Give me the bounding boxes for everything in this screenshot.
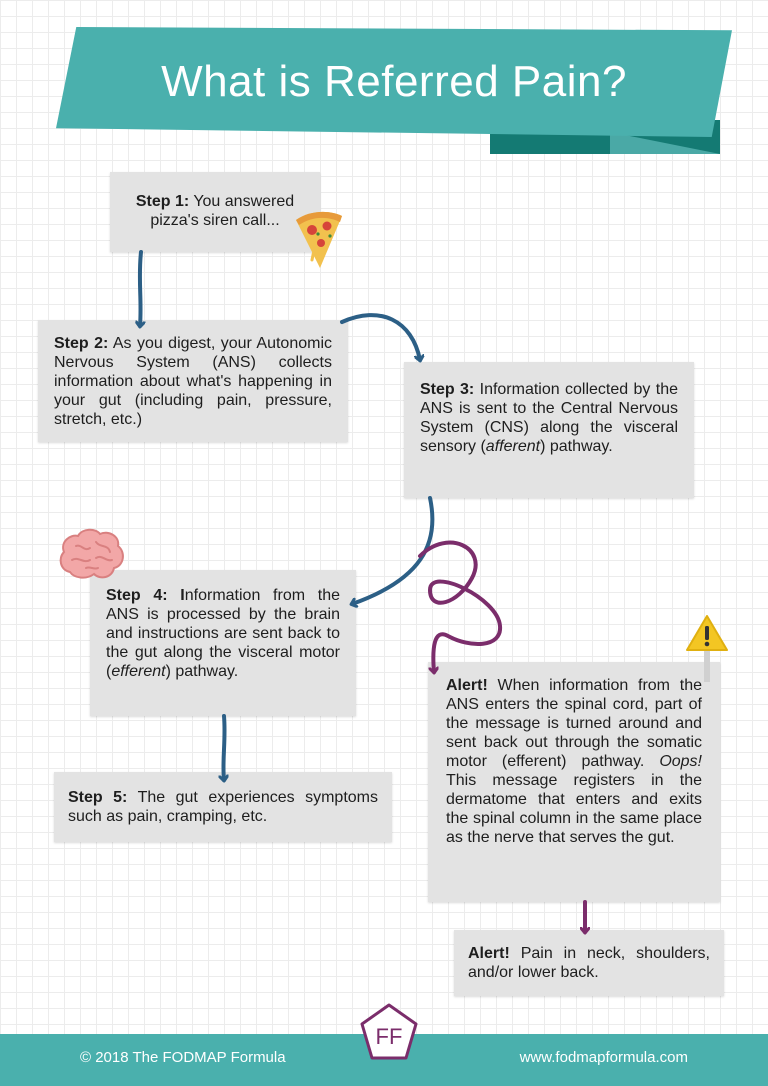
step-2-box: Step 2: As you digest, your Autonomic Ne… xyxy=(38,320,348,442)
step-3-emphasis: afferent xyxy=(485,438,541,455)
step-2-text: As you digest, your Autonomic Nervous Sy… xyxy=(54,335,332,428)
arrow-step1-to-step2 xyxy=(140,250,141,326)
title-banner: What is Referred Pain? xyxy=(56,27,732,137)
pizza-icon xyxy=(296,211,342,268)
step-1-text: You answered pizza's siren call... xyxy=(150,193,295,229)
step-3-box: Step 3: Information collected by the ANS… xyxy=(404,362,694,498)
alert-1-box: Alert! When information from the ANS ent… xyxy=(428,662,720,902)
alert-2-text: Pain in neck, shoulders, and/or lower ba… xyxy=(468,945,710,981)
step-1-box: Step 1: You answered pizza's siren call.… xyxy=(110,172,320,252)
step-4-box: Step 4: Information from the ANS is proc… xyxy=(90,570,356,716)
step-4-text-a: nformation from the ANS is processed by … xyxy=(106,587,340,680)
step-5-box: Step 5: The gut experiences symptoms suc… xyxy=(54,772,392,842)
arrow-step2-to-step3 xyxy=(340,313,420,360)
arrow-step4-to-step5 xyxy=(223,714,224,780)
squiggle-arrow-to-alert xyxy=(418,540,502,672)
footer-website[interactable]: www.fodmapformula.com xyxy=(519,1049,688,1066)
page-title: What is Referred Pain? xyxy=(161,57,627,106)
alert-2-box: Alert! Pain in neck, shoulders, and/or l… xyxy=(454,930,724,996)
step-3-label: Step 3: xyxy=(420,381,475,398)
warning-icon xyxy=(686,615,728,682)
arrow-step3-to-step4 xyxy=(352,496,435,604)
fodmap-logo: FF xyxy=(360,1003,418,1060)
step-1-label: Step 1: xyxy=(135,193,190,210)
step-5-text: The gut experiences symptoms such as pai… xyxy=(68,789,379,825)
step-4-emphasis: efferent xyxy=(111,663,166,680)
alert-1-label: Alert! xyxy=(446,677,488,694)
alert-1-emphasis: Oops! xyxy=(659,753,702,770)
step-5-label: Step 5: xyxy=(68,789,128,806)
step-4-text-b: ) pathway. xyxy=(165,663,239,680)
step-3-text-a: Information collected by the ANS is sent… xyxy=(420,381,679,455)
brain-icon xyxy=(59,528,124,579)
alert-2-label: Alert! xyxy=(468,945,510,962)
alert-1-text-a: When information from the ANS enters the… xyxy=(446,677,702,770)
step-4-label: Step 4: I xyxy=(106,587,185,604)
logo-text: FF xyxy=(376,1024,403,1049)
step-3-text-b: ) pathway. xyxy=(540,438,613,455)
step-2-label: Step 2: xyxy=(54,335,109,352)
footer-copyright: © 2018 The FODMAP Formula xyxy=(80,1049,286,1066)
alert-1-text-b: This message registers in the dermatome … xyxy=(446,772,702,846)
